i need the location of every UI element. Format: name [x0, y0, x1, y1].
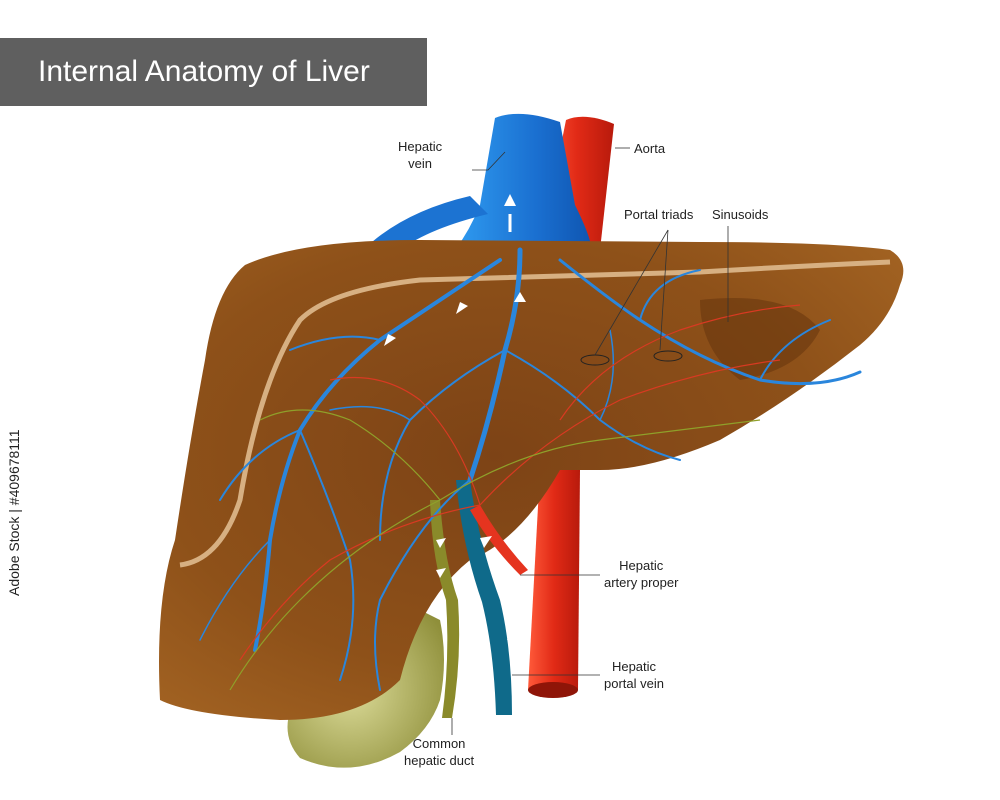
artery-branches: [239, 304, 801, 661]
liver-body: [159, 240, 904, 720]
stock-id-text: Adobe Stock | #409678111: [6, 429, 22, 596]
label-hepatic-vein: Hepatic vein: [398, 139, 443, 171]
label-hepatic-artery-proper: Hepatic artery proper: [604, 558, 679, 590]
label-common-hepatic-duct: Common hepatic duct: [404, 736, 475, 768]
common-hepatic-duct: [430, 500, 460, 718]
label-hepatic-portal-vein: Hepatic portal vein: [604, 659, 664, 691]
portal-vein-vessel: [456, 480, 517, 715]
flow-arrow-icon: [384, 292, 526, 578]
flow-arrow-icon: [504, 194, 516, 206]
label-aorta: Aorta: [634, 141, 666, 156]
title-banner: [0, 38, 427, 106]
hepatic-vein-vessel: [372, 113, 592, 250]
stock-id-strip: Adobe Stock | #409678111: [4, 416, 26, 800]
flow-arrow-icon: [507, 630, 517, 640]
vein-branches: [199, 247, 862, 691]
bile-duct-branches: [229, 409, 761, 691]
leader-lines: [451, 147, 729, 735]
label-portal-triads: Portal triads: [624, 207, 694, 222]
hepatic-artery-vessel: [470, 505, 528, 575]
label-sinusoids: Sinusoids: [712, 207, 769, 222]
diagram-title: Internal Anatomy of Liver: [38, 55, 370, 88]
